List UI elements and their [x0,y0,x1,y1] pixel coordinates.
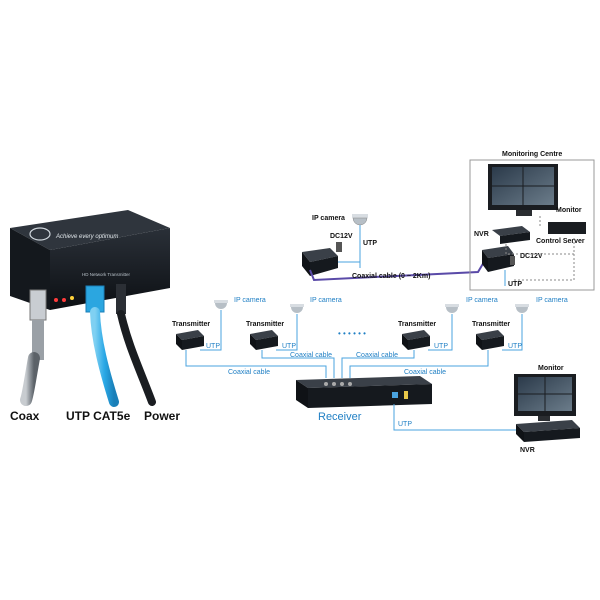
bottom-camera-4: IP camera [515,297,568,313]
receiver-utp-label: UTP [398,421,412,428]
led-red-2 [62,298,66,302]
power-connector [116,284,156,406]
svg-text:IP camera: IP camera [536,297,568,304]
top-ip-camera-label: IP camera [312,215,345,222]
led-yellow [70,296,74,300]
top-utp-left: UTP [363,240,377,247]
port-label-power: Power [144,409,180,423]
top-dc12v-right: DC12V [520,253,543,260]
centre-nvr-box [492,226,530,236]
coax-range-label: Coaxial cable (0 ~ 2Km) [352,273,430,280]
coax-label-4: Coaxial cable [404,369,446,376]
ellipsis-more-channels: • • • • • • [338,329,366,338]
centre-nvr-label: NVR [474,231,489,238]
svg-text:IP camera: IP camera [310,297,342,304]
model-text: HD Network Transmitter [82,272,131,277]
port-label-utp: UTP CAT5e [66,409,131,423]
bottom-transmitter-1 [176,330,204,350]
transmitter-label-4: Transmitter [472,321,510,328]
transmitter-label-1: Transmitter [172,321,210,328]
bottom-monitor [514,374,576,421]
transmitter-label-2: Transmitter [246,321,284,328]
coax-label-2: Coaxial cable [290,352,332,359]
bottom-transmitter-4 [476,330,504,350]
top-transmitter-left [302,248,338,262]
coax-label-3: Coaxial cable [356,352,398,359]
utp-label-2: UTP [282,343,296,350]
centre-monitor-label: Monitor [556,207,582,214]
coax-label-1: Coaxial cable [228,369,270,376]
utp-label-1: UTP [206,343,220,350]
device-side-face [50,228,170,310]
receiver-label: Receiver [318,411,362,423]
transmitter-label-3: Transmitter [398,321,436,328]
bottom-camera-1: IP camera [214,297,266,309]
bottom-nvr-label: NVR [520,447,535,454]
utp-connector [85,285,119,407]
port-label-coax: Coax [10,409,40,423]
dc-plug-icon-right [510,256,515,265]
monitoring-frame [469,159,595,291]
receiver-unit [296,376,432,408]
device-top-face [10,210,170,250]
bottom-transmitter-3 [402,330,430,350]
bottom-nvr [516,420,580,442]
monitoring-title: Monitoring Centre [502,151,562,158]
top-utp-right: UTP [508,281,522,288]
bottom-transmitter-2 [250,330,278,350]
bottom-monitor-label: Monitor [538,365,564,372]
monitoring-centre: Monitoring Centre Monitor NVR Control Se… [469,151,595,291]
led-red-1 [54,298,58,302]
coax-connector [20,289,47,406]
point-to-point-link: IP camera DC12V UTP Coaxial cable (0 ~ 2… [302,214,543,288]
top-dc12v-left: DC12V [330,233,353,240]
brand-logo [29,227,51,241]
brand-text: Achieve every optimum [55,234,118,240]
svg-text:IP camera: IP camera [466,297,498,304]
multi-channel-network: IP camera IP camera IP camera IP camera … [172,297,580,454]
control-server-box [548,222,586,234]
dc-plug-icon [336,242,342,252]
bottom-camera-3: IP camera [445,297,498,313]
top-ip-camera-icon [352,214,368,226]
svg-text:IP camera: IP camera [234,297,266,304]
transmitter-device-photo: Achieve every optimum HD Network Transmi… [10,210,180,423]
bottom-camera-2: IP camera [290,297,342,313]
control-server-label: Control Server [536,238,585,245]
utp-label-4: UTP [508,343,522,350]
utp-label-3: UTP [434,343,448,350]
